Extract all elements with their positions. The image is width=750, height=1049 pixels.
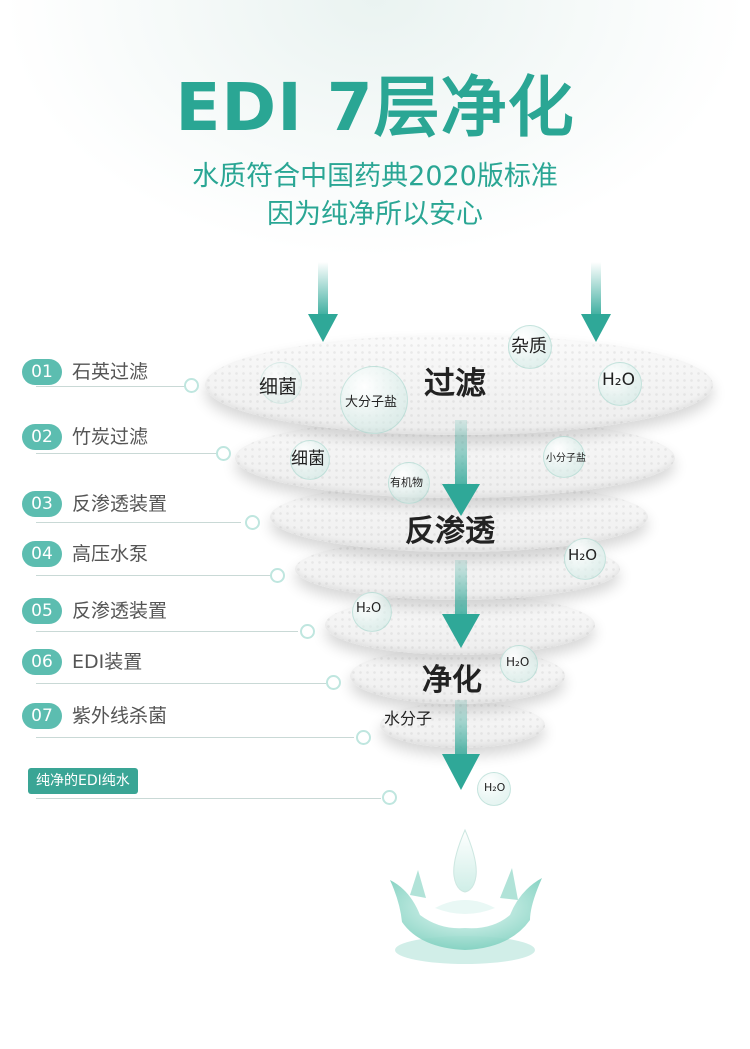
leader-line — [36, 631, 298, 632]
step-number: 06 — [22, 649, 62, 675]
layer6-title: 净化 — [422, 663, 482, 698]
leader-line — [36, 798, 381, 799]
leader-line — [36, 386, 186, 387]
subtitle-line-2: 因为纯净所以安心 — [267, 199, 483, 230]
layer2-tag-organics: 有机物 — [390, 476, 423, 489]
leader-line — [36, 522, 241, 523]
leader-line — [36, 683, 326, 684]
layer1-tag-bacteria: 细菌 — [259, 376, 298, 398]
step-number: 04 — [22, 541, 62, 567]
step-label: EDI装置 — [72, 651, 143, 673]
molecule-bubble — [598, 362, 642, 406]
final-output-badge: 纯净的EDI纯水 — [28, 768, 138, 794]
molecule-bubble — [477, 772, 511, 806]
leader-line — [36, 453, 216, 454]
layer7-tag-water-molecule: 水分子 — [384, 709, 433, 728]
layer2-tag-bacteria: 细菌 — [291, 449, 325, 469]
header-background — [0, 0, 750, 260]
page-title: EDI 7层净化 — [175, 69, 575, 146]
output-tag-water: H₂O — [484, 781, 506, 794]
water-drop-splash-icon — [390, 828, 542, 964]
layer4-tag-water: H₂O — [568, 546, 598, 564]
step-number: 03 — [22, 491, 62, 517]
molecule-bubble — [340, 366, 408, 434]
connector-dot — [356, 730, 371, 745]
layer1-tag-water: H₂O — [602, 370, 635, 390]
central-flow-arrow-icon — [442, 420, 480, 790]
molecule-bubble — [508, 325, 552, 369]
leader-line — [36, 737, 354, 738]
step-label: 紫外线杀菌 — [72, 705, 168, 727]
step-number: 05 — [22, 598, 62, 624]
step-label: 反渗透装置 — [72, 493, 168, 515]
layer5-tag-water: H₂O — [356, 601, 382, 616]
step-label: 高压水泵 — [72, 543, 149, 565]
layer1-tag-macro-salt: 大分子盐 — [345, 395, 398, 410]
inflow-arrow-left-icon — [308, 262, 338, 342]
molecule-bubble — [260, 362, 302, 404]
connector-dot — [184, 378, 199, 393]
subtitle-line-1: 水质符合中国药典2020版标准 — [192, 161, 558, 192]
connector-dot — [300, 624, 315, 639]
layer2-tag-small-salt: 小分子盐 — [546, 453, 586, 464]
step-label: 竹炭过滤 — [72, 426, 149, 448]
inflow-arrow-right-icon — [581, 262, 611, 342]
molecule-bubble — [500, 645, 538, 683]
connector-dot — [382, 790, 397, 805]
step-number: 02 — [22, 424, 62, 450]
layer1-tag-impurity: 杂质 — [511, 336, 547, 357]
step-label: 石英过滤 — [72, 361, 149, 383]
connector-dot — [216, 446, 231, 461]
layer6-tag-water: H₂O — [506, 655, 530, 669]
layer3-title: 反渗透 — [405, 514, 495, 549]
leader-line — [36, 575, 271, 576]
step-label: 反渗透装置 — [72, 600, 168, 622]
connector-dot — [326, 675, 341, 690]
molecule-bubble — [352, 592, 392, 632]
molecule-bubble — [564, 538, 606, 580]
step-number: 07 — [22, 703, 62, 729]
molecule-bubble — [388, 462, 430, 504]
connector-dot — [270, 568, 285, 583]
connector-dot — [245, 515, 260, 530]
molecule-bubble — [543, 436, 585, 478]
step-number: 01 — [22, 359, 62, 385]
molecule-bubble — [290, 440, 330, 480]
layer1-title: 过滤 — [424, 366, 486, 402]
